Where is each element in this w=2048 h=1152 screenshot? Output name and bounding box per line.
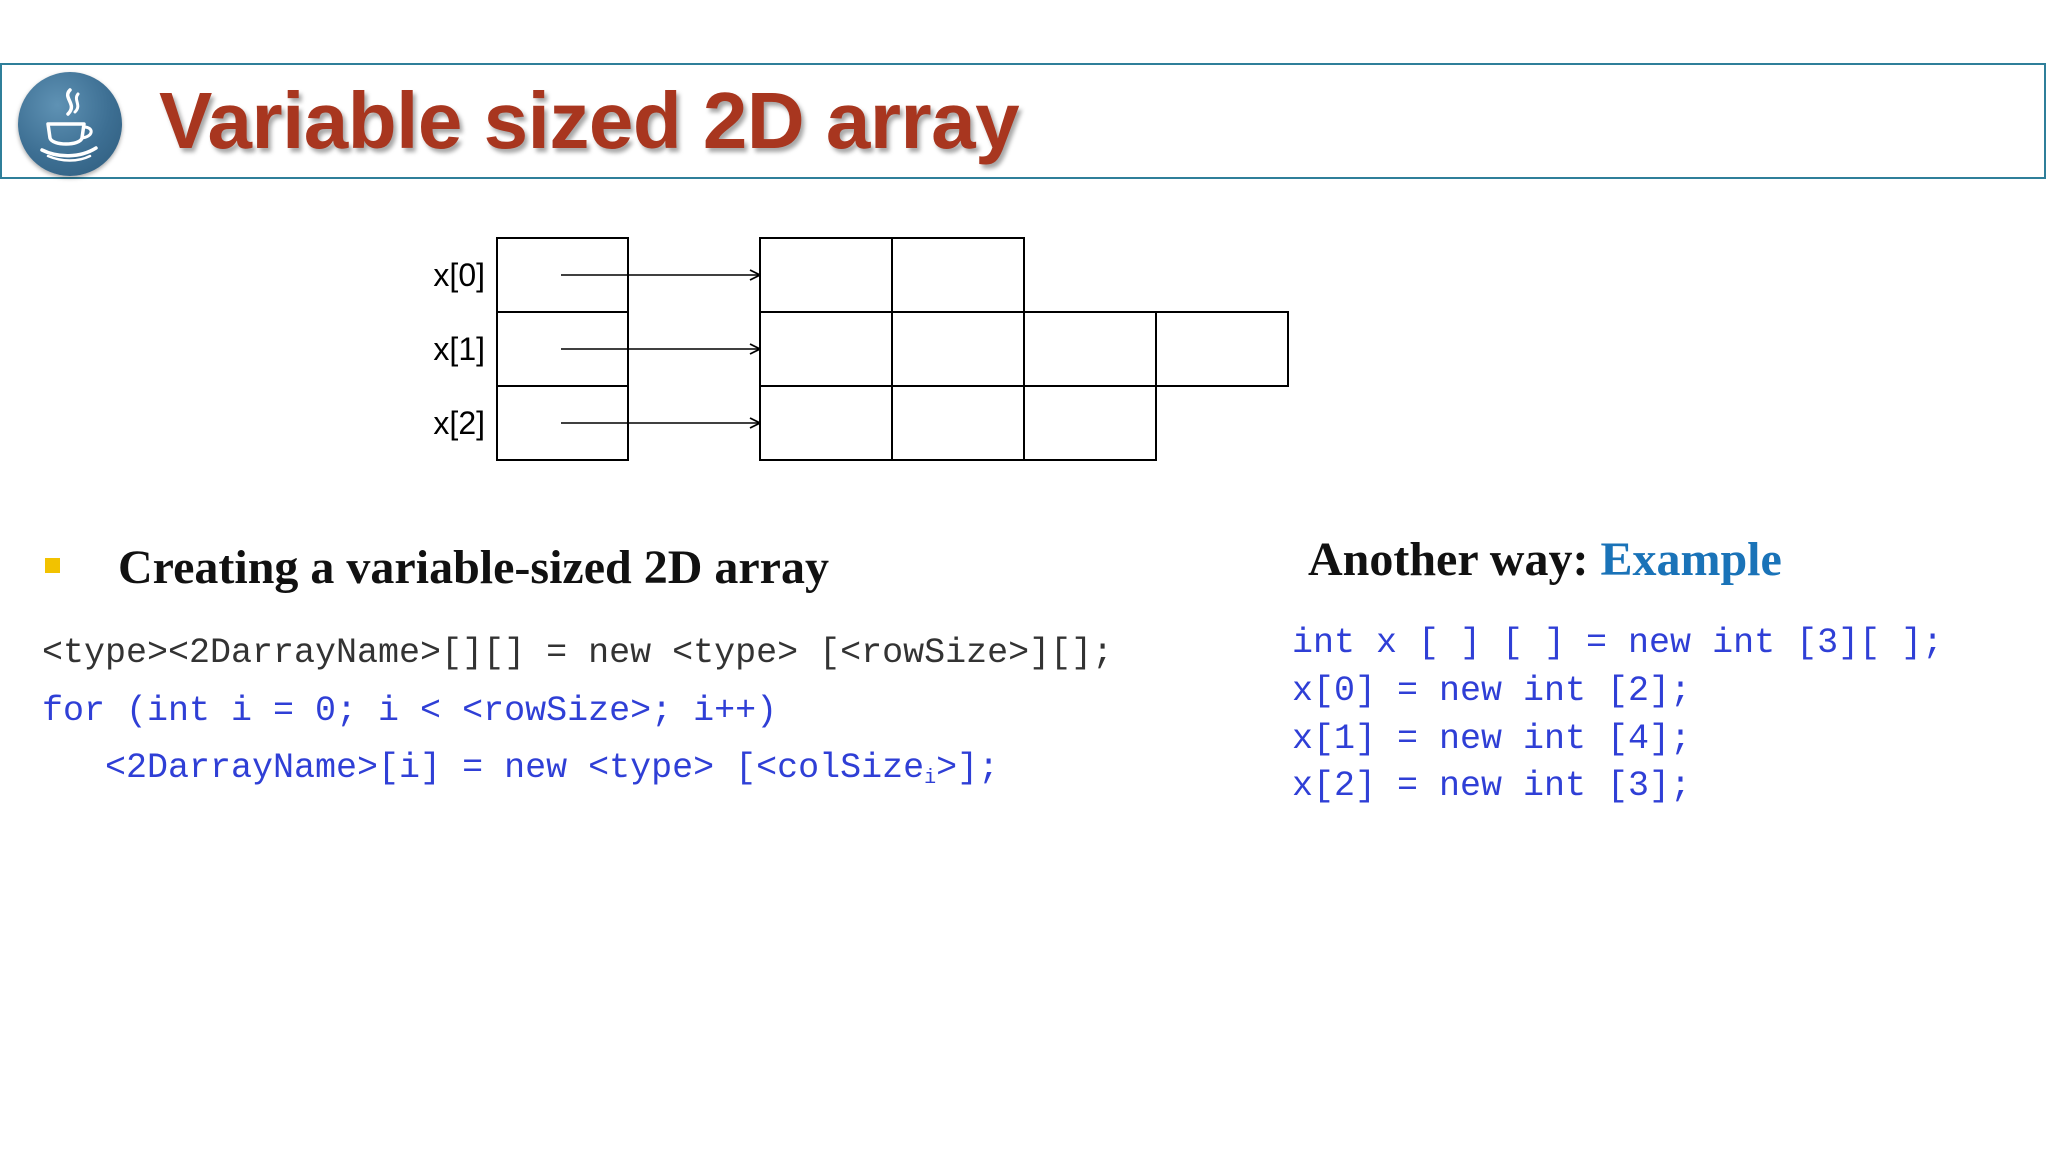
- array-cell: [759, 237, 893, 313]
- array-cell: [1155, 311, 1289, 387]
- example-code-line: x[1] = new int [4];: [1292, 719, 1692, 759]
- array-cell: [891, 237, 1025, 313]
- example-label: Example: [1600, 533, 1782, 586]
- array-cell: [759, 385, 893, 461]
- array-cell: [891, 311, 1025, 387]
- array-cell: [1023, 311, 1157, 387]
- code-line-row-allocation-end: >];: [936, 748, 1000, 788]
- example-code-line: x[2] = new int [3];: [1292, 766, 1692, 806]
- example-code-line: int x [ ] [ ] = new int [3][ ];: [1292, 623, 1944, 663]
- java-logo-graphic: [40, 88, 98, 162]
- code-line-row-allocation-main: <2DarrayName>[i] = new <type> [<colSize: [42, 748, 925, 788]
- java-coffee-cup-icon: [18, 72, 122, 176]
- array-cell: [759, 311, 893, 387]
- array-cell: [891, 385, 1025, 461]
- bullet-square-icon: [45, 558, 60, 573]
- section-heading-another-way: Another way: Example: [1308, 530, 1782, 590]
- code-line-row-allocation-subscript: i: [924, 767, 937, 790]
- code-line-for-loop: for (int i = 0; i < <rowSize>; i++): [42, 691, 778, 731]
- another-way-label: Another way:: [1308, 533, 1589, 586]
- row-label: x[1]: [433, 331, 485, 367]
- jagged-array-diagram: x[0] x[1] x[2]: [400, 225, 1300, 475]
- code-line-row-allocation: <2DarrayName>[i] = new <type> [<colSizei…: [42, 746, 999, 801]
- row-label: x[0]: [433, 257, 485, 293]
- row-label: x[2]: [433, 405, 485, 441]
- slide-title: Variable sized 2D array: [159, 76, 1020, 165]
- array-cell: [1023, 385, 1157, 461]
- code-line-declaration: <type><2DarrayName>[][] = new <type> [<r…: [42, 633, 1114, 673]
- section-heading-creating: Creating a variable-sized 2D array: [118, 541, 829, 594]
- title-bar: Variable sized 2D array: [0, 63, 2046, 179]
- example-code-line: x[0] = new int [2];: [1292, 671, 1692, 711]
- diagram-canvas: x[0] x[1] x[2]: [433, 237, 1289, 461]
